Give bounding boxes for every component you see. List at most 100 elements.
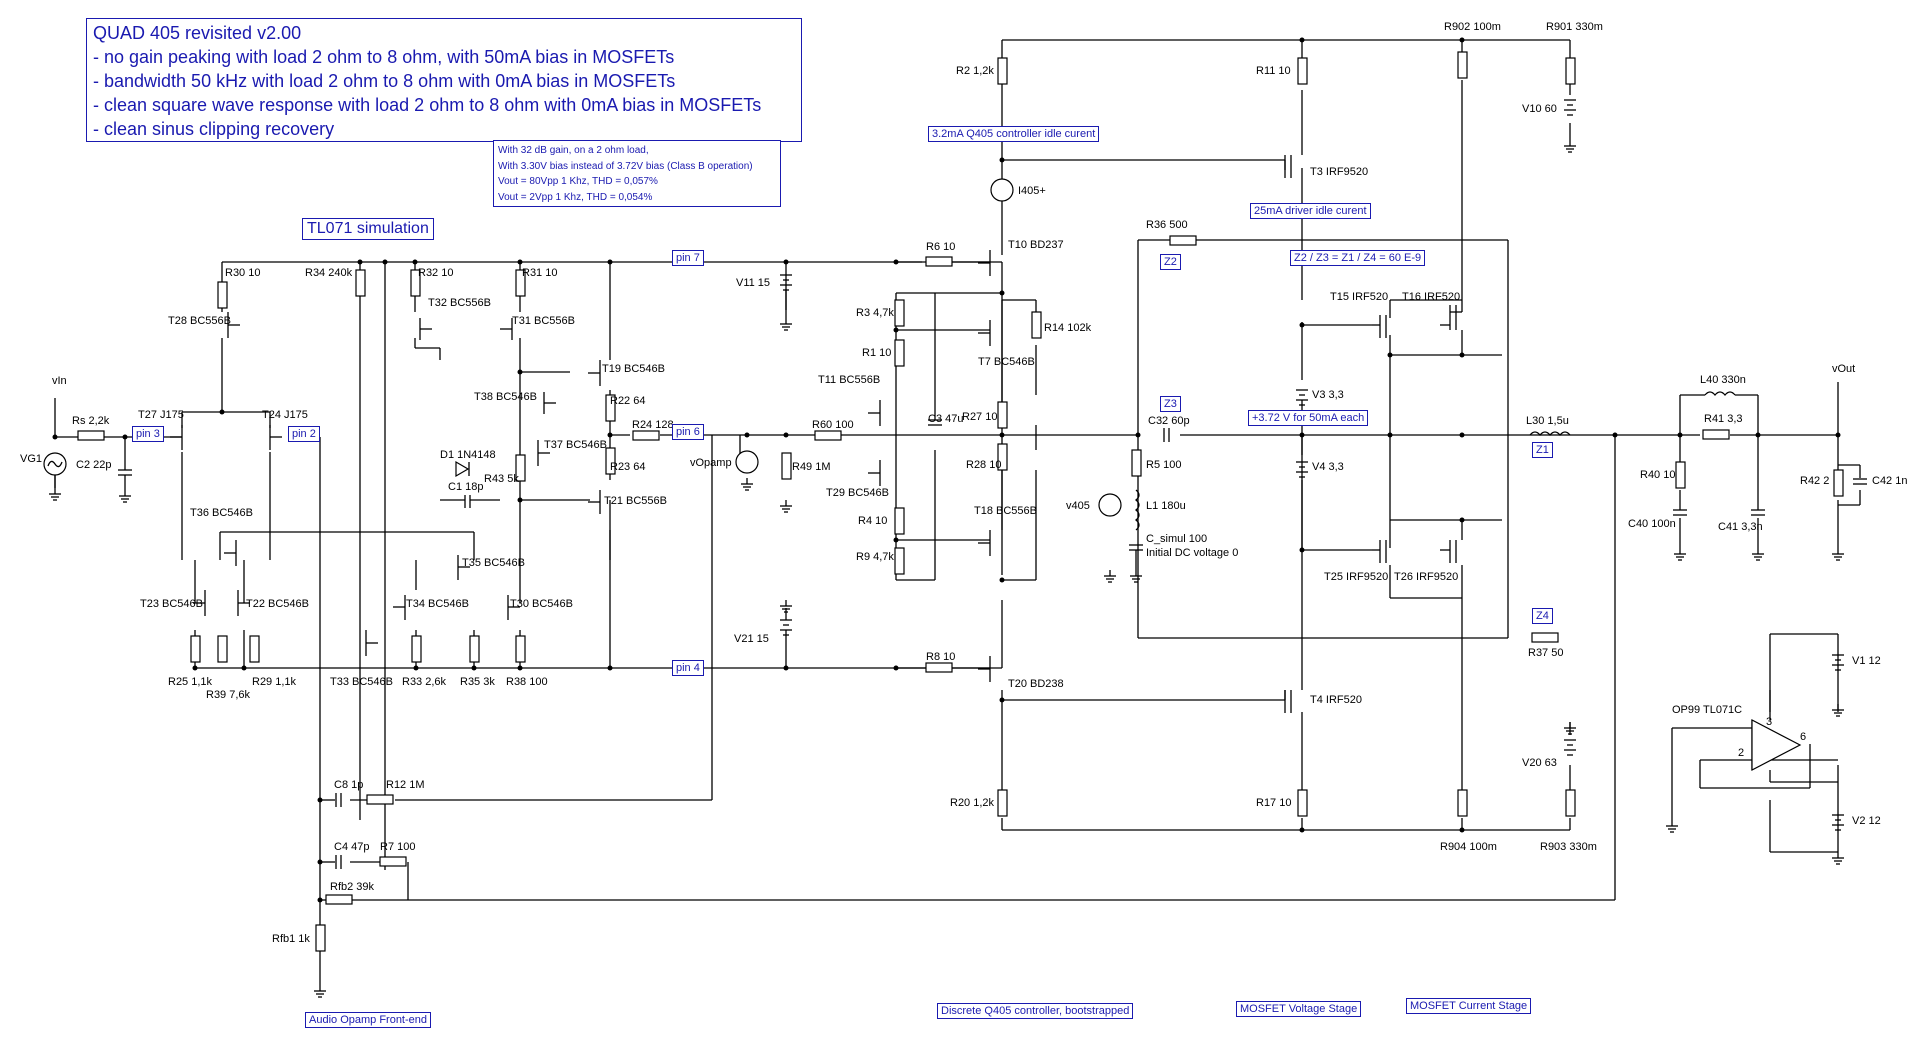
resistor-r6 — [925, 256, 953, 267]
resistor-r4 — [894, 507, 905, 535]
resistor-r41 — [1702, 429, 1730, 440]
jfets — [170, 425, 282, 450]
tag-z-ratio: Z2 / Z3 = Z1 / Z4 = 60 E-9 — [1290, 250, 1426, 266]
resistor-r5 — [1131, 449, 1142, 477]
label-r39: R39 7,6k — [206, 689, 251, 701]
ammeter-i405 — [990, 178, 1014, 202]
label-r22: R22 64 — [610, 395, 645, 407]
label-t22: T22 BC546B — [246, 598, 309, 610]
resistor-r35 — [469, 635, 480, 663]
resistor-r3 — [894, 299, 905, 327]
tag-pin7: pin 7 — [672, 250, 704, 266]
battery-v20 — [1564, 739, 1576, 756]
label-c-simul-init: Initial DC voltage 0 — [1146, 547, 1238, 559]
tag-tl071-simulation: TL071 simulation — [302, 218, 434, 240]
label-t16: T16 IRF520 — [1402, 291, 1460, 303]
label-r42: R42 2 — [1800, 475, 1829, 487]
simulation-note-box: With 32 dB gain, on a 2 ohm load, With 3… — [493, 140, 781, 207]
tag-pin2: pin 2 — [288, 426, 320, 442]
resistor-r34 — [355, 269, 366, 297]
label-t24: T24 J175 — [262, 409, 308, 421]
label-l40: L40 330n — [1700, 374, 1746, 386]
label-r25: R25 1,1k — [168, 676, 213, 688]
label-op99: OP99 TL071C — [1672, 704, 1742, 716]
label-r2: R2 1,2k — [956, 65, 994, 77]
label-vopamp: vOpamp — [690, 457, 732, 469]
resistor-r903 — [1565, 789, 1576, 817]
resistor-rfb2 — [325, 894, 353, 905]
capacitor-c1 — [440, 495, 500, 508]
title-line: - bandwidth 50 kHz with load 2 ohm to 8 … — [93, 71, 676, 91]
label-r37: R37 50 — [1528, 647, 1563, 659]
capacitor-c42 — [1853, 478, 1867, 485]
label-c2: C2 22p — [76, 459, 111, 471]
label-v1: V1 12 — [1852, 655, 1881, 667]
label-r4: R4 10 — [858, 515, 887, 527]
battery-v21 — [780, 619, 792, 636]
resistor-r33 — [411, 635, 422, 663]
resistor-r38 — [515, 635, 526, 663]
label-vin: vIn — [52, 375, 67, 387]
label-t23: T23 BC546B — [140, 598, 203, 610]
tag-z3: Z3 — [1160, 396, 1181, 412]
battery-v10 — [1564, 99, 1576, 116]
label-r35: R35 3k — [460, 676, 495, 688]
label-t7: T7 BC546B — [978, 356, 1035, 368]
label-r30: R30 10 — [225, 267, 260, 279]
tag-stage-audio-opamp: Audio Opamp Front-end — [305, 1012, 432, 1028]
label-r904: R904 100m — [1440, 841, 1497, 853]
resistor-r17 — [1297, 789, 1308, 817]
title-line: - clean sinus clipping recovery — [93, 119, 335, 139]
resistor-r49 — [781, 452, 792, 480]
label-t32: T32 BC556B — [428, 297, 491, 309]
label-r9: R9 4,7k — [856, 551, 894, 563]
voltmeter-vopamp — [735, 450, 759, 474]
label-r28: R28 10 — [966, 459, 1001, 471]
label-r40: R40 10 — [1640, 469, 1675, 481]
resistor-r60 — [814, 430, 842, 441]
battery-v11 — [780, 274, 792, 318]
label-vout: vOut — [1832, 363, 1855, 375]
label-rs: Rs 2,2k — [72, 415, 110, 427]
label-t20: T20 BD238 — [1008, 678, 1064, 690]
resistor-r29 — [249, 635, 260, 663]
label-v11: V11 15 — [736, 277, 770, 289]
capacitor-c4 — [335, 855, 342, 869]
label-d1: D1 1N4148 — [440, 449, 496, 461]
tag-stage-mosfet-current: MOSFET Current Stage — [1406, 998, 1532, 1014]
label-r8: R8 10 — [926, 651, 955, 663]
label-r34: R34 240k — [305, 267, 353, 279]
resistor-r12 — [366, 794, 394, 805]
label-c8: C8 1p — [334, 779, 363, 791]
label-t27: T27 J175 — [138, 409, 184, 421]
label-t37: T37 BC546B — [544, 439, 607, 451]
sim-line: With 3.30V bias instead of 3.72V bias (C… — [498, 160, 753, 172]
label-c1: C1 18p — [448, 481, 483, 493]
resistor-r902 — [1457, 51, 1468, 79]
label-t26: T26 IRF9520 — [1394, 571, 1458, 583]
label-r903: R903 330m — [1540, 841, 1597, 853]
label-r38: R38 100 — [506, 676, 548, 688]
resistor-r24 — [632, 430, 660, 441]
label-v405: v405 — [1066, 500, 1090, 512]
label-c41: C41 3,3n — [1718, 521, 1763, 533]
label-t31: T31 BC556B — [512, 315, 575, 327]
inductor-l1 — [1134, 489, 1140, 531]
voltmeter-v405 — [1098, 493, 1122, 517]
resistor-r25 — [190, 635, 201, 663]
resistor-r36 — [1169, 235, 1197, 246]
label-t28: T28 BC556B — [168, 315, 231, 327]
wires — [54, 39, 1861, 985]
mosfets — [1284, 155, 1457, 713]
title-line: QUAD 405 revisited v2.00 — [93, 23, 302, 43]
label-l30: L30 1,5u — [1526, 415, 1569, 427]
label-r29: R29 1,1k — [252, 676, 297, 688]
resistor-r11 — [1297, 57, 1308, 85]
label-t3: T3 IRF9520 — [1310, 166, 1368, 178]
label-r31: R31 10 — [522, 267, 557, 279]
label-r17: R17 10 — [1256, 797, 1291, 809]
label-t25: T25 IRF9520 — [1324, 571, 1388, 583]
components — [43, 37, 1867, 998]
title-line: - clean square wave response with load 2… — [93, 95, 762, 115]
label-t29: T29 BC546B — [826, 487, 889, 499]
